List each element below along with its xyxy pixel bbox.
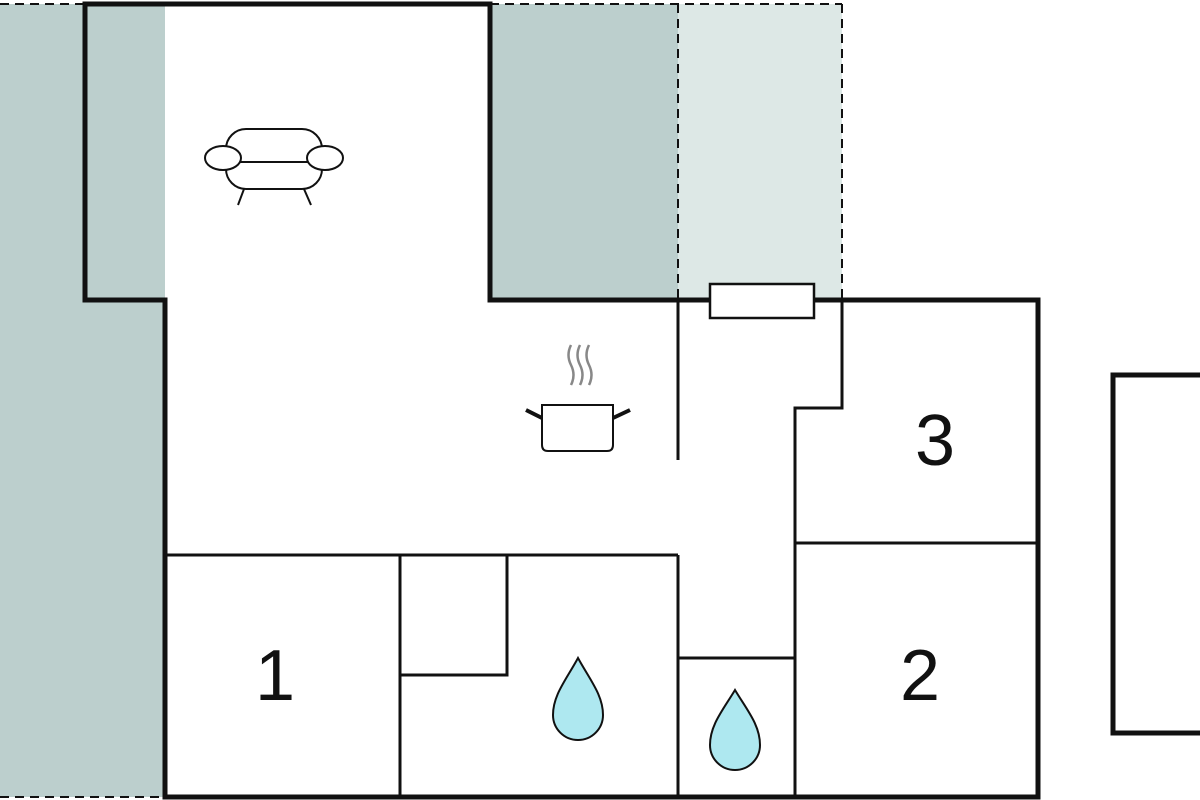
room-number-2: 2	[900, 636, 940, 716]
inner-walls	[165, 300, 1038, 797]
water-drop-icon	[708, 688, 762, 771]
outer-walls	[82, 1, 1041, 800]
cooking-pot-icon	[525, 344, 631, 452]
water-drop-icon	[551, 655, 605, 741]
outbuilding	[1110, 372, 1200, 736]
terrace-dashed-border	[0, 3, 843, 798]
terrace-top-light	[678, 4, 842, 300]
window	[708, 282, 816, 320]
terrace-top	[490, 4, 678, 300]
room-number-3: 3	[915, 401, 955, 481]
room-number-1: 1	[255, 636, 295, 716]
sofa-icon	[204, 128, 344, 206]
